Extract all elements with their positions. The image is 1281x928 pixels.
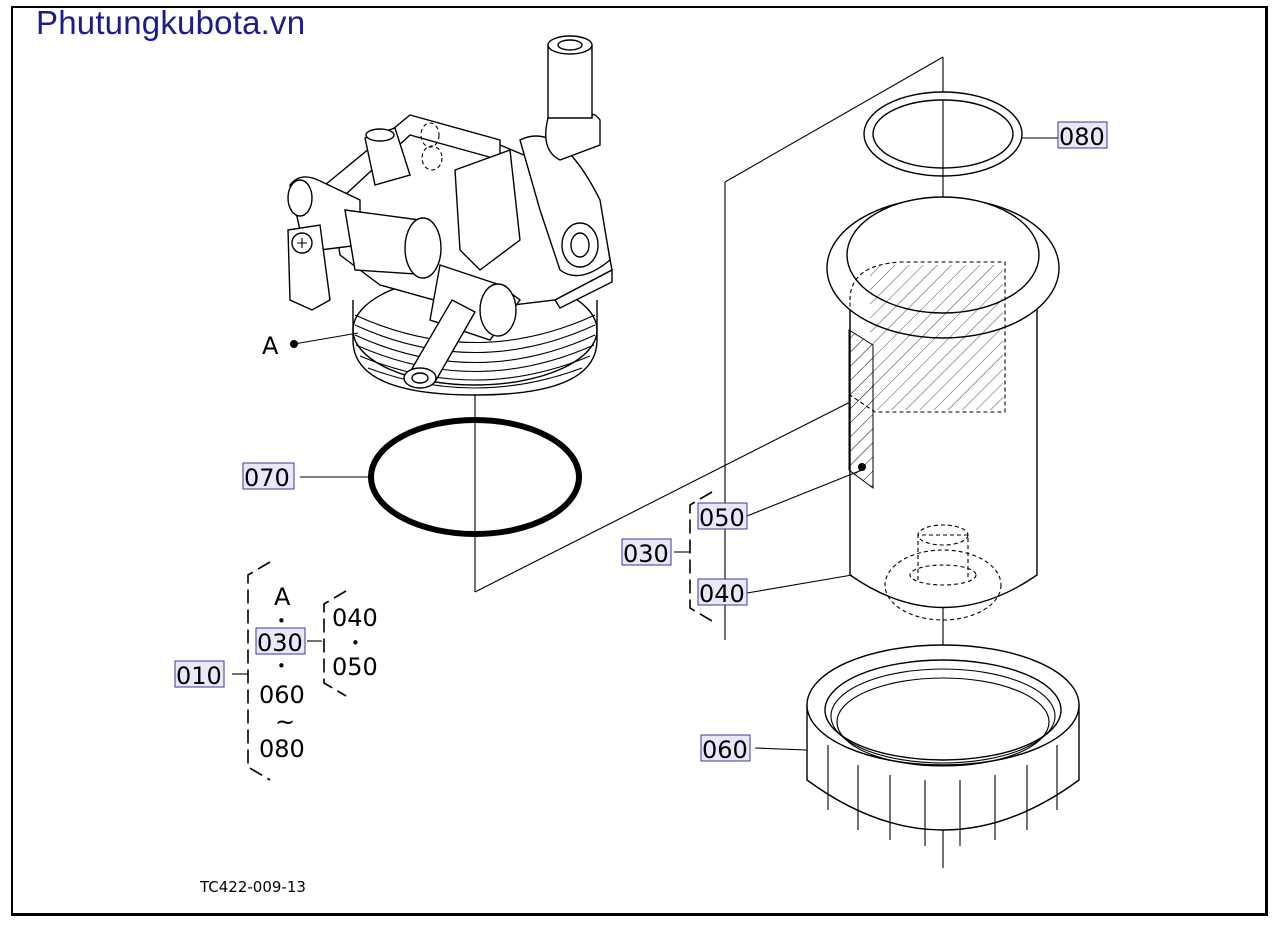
ring-080: [863, 91, 1058, 177]
perspective-line-top: [724, 56, 944, 183]
drawing-frame: [11, 6, 1268, 916]
callout-010-box[interactable]: [174, 660, 225, 688]
key-080: 080: [259, 735, 305, 763]
callout-040-box[interactable]: [697, 578, 748, 606]
key-tilde: ~: [275, 708, 295, 736]
callout-030-box[interactable]: [621, 538, 672, 566]
key-a: A: [274, 583, 291, 611]
bracket-010: [247, 561, 271, 781]
key-060: 060: [259, 681, 305, 709]
callout-030[interactable]: 030: [623, 540, 669, 568]
callout-060[interactable]: 060: [702, 736, 748, 764]
callout-050-box[interactable]: [697, 502, 748, 530]
watermark: Phutungkubota.vn: [36, 4, 306, 41]
key-sub-040: 040: [332, 604, 378, 632]
assembly-key: 010 A • 030 • 060 ~ 080 040 • 050: [174, 561, 378, 781]
filter-head: [287, 35, 613, 396]
leader-050: [746, 469, 863, 517]
callout-080-box[interactable]: [1057, 121, 1108, 149]
key-dot-2: •: [277, 657, 286, 675]
callout-070-box[interactable]: [242, 462, 295, 490]
drawing-code: TC422-009-13: [199, 878, 306, 896]
label-a: A: [262, 332, 359, 360]
callout-050[interactable]: 050: [699, 504, 745, 532]
bowl-040: [826, 196, 1060, 621]
callout-080[interactable]: 080: [1059, 123, 1105, 151]
key-dot-1: •: [277, 612, 286, 630]
key-030[interactable]: 030: [257, 629, 303, 657]
callout-070[interactable]: 070: [244, 464, 290, 492]
key-sub-050: 050: [332, 653, 378, 681]
callout-010[interactable]: 010: [176, 662, 222, 690]
bracket-030-sub: [323, 590, 347, 697]
callout-040[interactable]: 040: [699, 580, 745, 608]
callout-060-box[interactable]: [700, 734, 751, 762]
key-sub-dot: •: [351, 634, 360, 652]
ring-nut-060: [754, 644, 1080, 846]
key-030-box[interactable]: [255, 627, 306, 655]
leader-040: [746, 574, 853, 594]
label-a-text: A: [262, 332, 279, 360]
bracket-030: [689, 491, 713, 622]
